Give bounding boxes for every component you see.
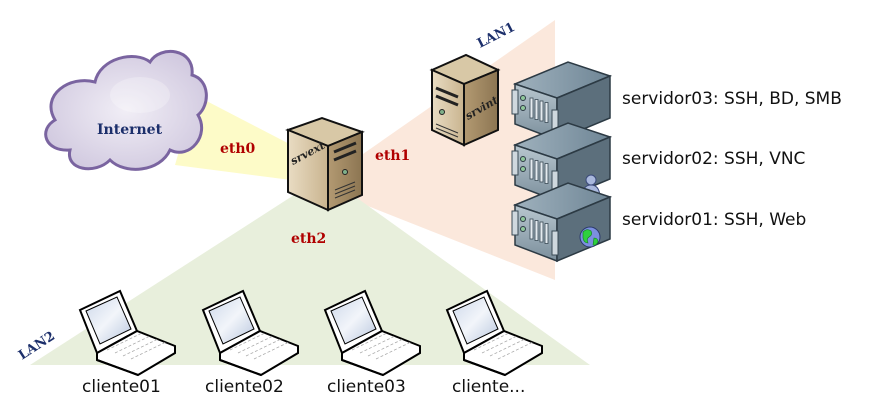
client-label: cliente01: [82, 377, 161, 397]
srvint-server-icon[interactable]: [429, 53, 501, 147]
laptop-icon[interactable]: [201, 289, 299, 377]
client-label: cliente03: [327, 377, 406, 397]
lan1-zone: [340, 20, 555, 280]
eth2-label: eth2: [291, 231, 326, 247]
laptop-icon[interactable]: [323, 289, 421, 377]
srvext-server-icon[interactable]: [285, 116, 365, 212]
server-label: servidor01: SSH, Web: [622, 210, 807, 230]
client-label: cliente02: [205, 377, 284, 397]
internet-cloud: [44, 49, 208, 171]
eth1-label: eth1: [375, 148, 410, 164]
globe-icon: [579, 226, 601, 248]
lan1-label: LAN1: [475, 20, 518, 52]
laptop-icon[interactable]: [445, 289, 543, 377]
internet-label: Internet: [97, 122, 163, 138]
server-label: servidor02: SSH, VNC: [622, 149, 806, 169]
laptop-icon[interactable]: [78, 289, 176, 377]
eth0-label: eth0: [220, 141, 256, 157]
server-label: servidor03: SSH, BD, SMB: [622, 89, 842, 109]
client-label: cliente...: [452, 377, 526, 397]
